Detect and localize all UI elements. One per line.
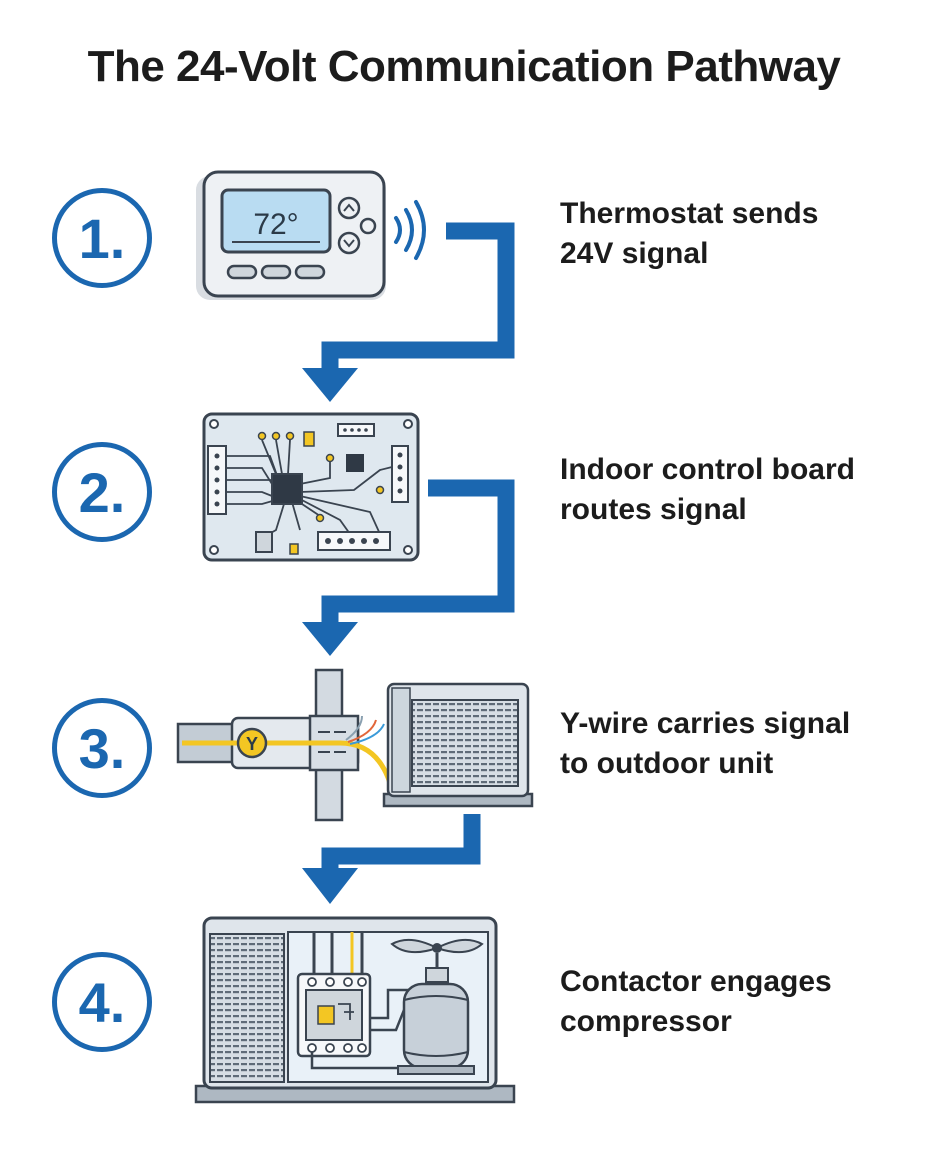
step-2-label: Indoor control board routes signal xyxy=(560,450,900,530)
condenser-contactor-icon xyxy=(194,916,516,1104)
contactor-icon xyxy=(296,972,372,1058)
control-board-icon xyxy=(202,412,420,562)
thermostat-up-icon xyxy=(337,196,361,220)
step-3-line-2: to outdoor unit xyxy=(560,747,774,780)
thermostat-display: 72° xyxy=(253,208,298,241)
y-wire-icon: Y xyxy=(176,668,534,822)
step-2-line-1: Indoor control board xyxy=(560,453,855,486)
step-1-number: 1. xyxy=(52,188,152,288)
flow-arrow-3 xyxy=(302,814,481,904)
step-4-number: 4. xyxy=(52,952,152,1052)
step-1-label: Thermostat sends 24V signal xyxy=(560,194,900,274)
fan-icon xyxy=(390,938,484,972)
thermostat-icon: 72° xyxy=(196,170,426,300)
flow-arrow-1 xyxy=(302,222,515,402)
step-4-label: Contactor engages compressor xyxy=(560,962,900,1042)
step-3-label: Y-wire carries signal to outdoor unit xyxy=(560,704,900,784)
step-4-line-1: Contactor engages xyxy=(560,965,832,998)
step-1-line-1: Thermostat sends xyxy=(560,197,819,230)
step-1-line-2: 24V signal xyxy=(560,237,709,270)
y-wire-badge-label: Y xyxy=(246,734,258,754)
flow-arrow-2 xyxy=(302,479,515,656)
step-3-line-1: Y-wire carries signal xyxy=(560,707,851,740)
step-2-line-2: routes signal xyxy=(560,493,747,526)
outdoor-unit-icon xyxy=(382,682,534,808)
page-title: The 24-Volt Communication Pathway xyxy=(87,42,841,91)
y-wire-badge xyxy=(236,727,268,759)
step-4-line-2: compressor xyxy=(560,1005,732,1038)
compressor-icon xyxy=(397,967,475,1075)
signal-waves-icon xyxy=(394,200,426,260)
thermostat-down-icon xyxy=(337,231,361,255)
step-3-number: 3. xyxy=(52,698,152,798)
step-2-number: 2. xyxy=(52,442,152,542)
